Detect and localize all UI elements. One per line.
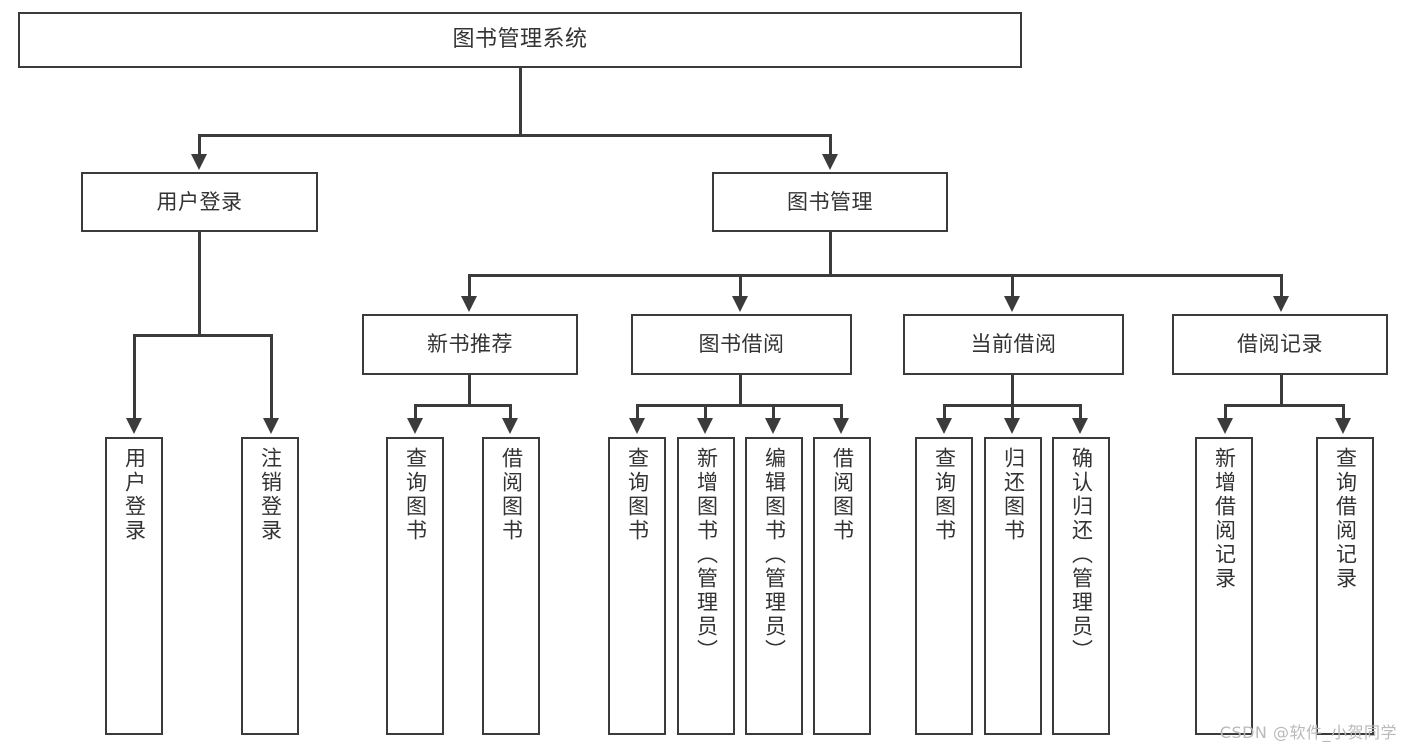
node-label: 用户登录	[122, 447, 147, 543]
edge-level3-drop-4	[1280, 274, 1283, 298]
node-root-system[interactable]: 图书管理系统	[18, 12, 1022, 68]
edge-borrow-drop-1	[636, 404, 639, 420]
edge-root-stem	[519, 68, 522, 135]
leaf-current-query-book[interactable]: 查询图书	[915, 437, 973, 735]
edge-borrow-drop-2	[704, 404, 707, 420]
edge-borrow-drop-3	[772, 404, 775, 420]
leaf-borrow-add-book-admin[interactable]: 新增图书（管理员）	[677, 437, 735, 735]
node-current-borrow[interactable]: 当前借阅	[903, 314, 1124, 375]
node-label: 归还图书	[1001, 447, 1026, 543]
edge-level2-bar	[198, 134, 831, 137]
node-label: 当前借阅	[970, 332, 1057, 357]
node-label: 借阅记录	[1237, 332, 1323, 357]
node-label: 新增借阅记录	[1212, 447, 1237, 591]
leaf-borrow-borrow-book[interactable]: 借阅图书	[813, 437, 871, 735]
arrow-to-borrow-record	[1273, 296, 1289, 312]
arrow-to-current-borrow	[1004, 296, 1020, 312]
edge-level3-bar	[468, 274, 1282, 277]
edge-record-drop-1	[1224, 404, 1227, 420]
edge-borrow-bar	[636, 404, 842, 407]
node-label: 注销登录	[258, 447, 283, 543]
edge-user-login-bar	[133, 334, 273, 337]
node-book-borrow[interactable]: 图书借阅	[631, 314, 852, 375]
arrow-record-leaf-2	[1335, 418, 1351, 434]
arrow-to-user-login	[191, 154, 207, 170]
node-label: 借阅图书	[830, 447, 855, 543]
node-label: 确认归还（管理员）	[1069, 447, 1094, 663]
leaf-logout[interactable]: 注销登录	[241, 437, 299, 735]
arrow-borrow-leaf-4	[833, 418, 849, 434]
edge-recommend-drop-1	[414, 404, 417, 420]
node-label: 用户登录	[156, 189, 243, 214]
leaf-record-query-record[interactable]: 查询借阅记录	[1316, 437, 1374, 735]
leaf-borrow-edit-book-admin[interactable]: 编辑图书（管理员）	[745, 437, 803, 735]
edge-borrow-drop-4	[840, 404, 843, 420]
node-label: 查询借阅记录	[1333, 447, 1358, 591]
arrow-current-leaf-3	[1072, 418, 1088, 434]
edge-recommend-drop-2	[509, 404, 512, 420]
node-label: 图书管理	[787, 189, 873, 214]
arrow-current-leaf-1	[936, 418, 952, 434]
leaf-current-return-book[interactable]: 归还图书	[984, 437, 1042, 735]
edge-record-stem	[1280, 375, 1283, 406]
edge-current-drop-1	[943, 404, 946, 420]
node-label: 编辑图书（管理员）	[762, 447, 787, 663]
node-new-book-recommend[interactable]: 新书推荐	[362, 314, 578, 375]
arrow-to-book-borrow	[732, 296, 748, 312]
leaf-recommend-borrow-book[interactable]: 借阅图书	[482, 437, 540, 735]
arrow-borrow-leaf-2	[697, 418, 713, 434]
edge-book-management-stem	[829, 232, 832, 276]
edge-record-drop-2	[1342, 404, 1345, 420]
arrow-borrow-leaf-3	[765, 418, 781, 434]
edge-level2-drop-left	[198, 134, 201, 156]
arrow-recommend-leaf-1	[407, 418, 423, 434]
arrow-record-leaf-1	[1217, 418, 1233, 434]
edge-level2-drop-right	[829, 134, 832, 156]
leaf-user-login[interactable]: 用户登录	[105, 437, 163, 735]
node-label: 查询图书	[403, 447, 428, 543]
node-label: 查询图书	[625, 447, 650, 543]
watermark: CSDN @软件_小贺同学	[1219, 723, 1397, 742]
edge-user-login-drop-2	[270, 334, 273, 420]
arrow-to-new-book-recommend	[461, 296, 477, 312]
arrow-to-leaf-logout	[263, 418, 279, 434]
node-label: 图书管理系统	[452, 27, 588, 53]
arrow-current-leaf-2	[1004, 418, 1020, 434]
edge-user-login-drop-1	[133, 334, 136, 420]
arrow-recommend-leaf-2	[502, 418, 518, 434]
leaf-current-confirm-return-admin[interactable]: 确认归还（管理员）	[1052, 437, 1110, 735]
leaf-recommend-query-book[interactable]: 查询图书	[386, 437, 444, 735]
leaf-record-add-record[interactable]: 新增借阅记录	[1195, 437, 1253, 735]
leaf-borrow-query-book[interactable]: 查询图书	[608, 437, 666, 735]
edge-current-drop-2	[1011, 404, 1014, 420]
node-borrow-record[interactable]: 借阅记录	[1172, 314, 1388, 375]
node-label: 查询图书	[932, 447, 957, 543]
node-book-management[interactable]: 图书管理	[712, 172, 948, 232]
arrow-to-leaf-user-login	[126, 418, 142, 434]
edge-user-login-stem	[198, 232, 201, 336]
edge-current-drop-3	[1079, 404, 1082, 420]
node-label: 新书推荐	[427, 332, 513, 357]
edge-recommend-stem	[468, 375, 471, 406]
node-user-login[interactable]: 用户登录	[81, 172, 318, 232]
node-label: 图书借阅	[698, 332, 785, 357]
edge-record-bar	[1224, 404, 1345, 407]
edge-borrow-stem	[739, 375, 742, 406]
edge-current-stem	[1011, 375, 1014, 406]
edge-level3-drop-3	[1011, 274, 1014, 298]
node-label: 借阅图书	[499, 447, 524, 543]
edge-level3-drop-1	[468, 274, 471, 298]
arrow-to-book-management	[822, 154, 838, 170]
node-label: 新增图书（管理员）	[694, 447, 719, 663]
edge-recommend-bar	[414, 404, 512, 407]
arrow-borrow-leaf-1	[629, 418, 645, 434]
edge-level3-drop-2	[739, 274, 742, 298]
